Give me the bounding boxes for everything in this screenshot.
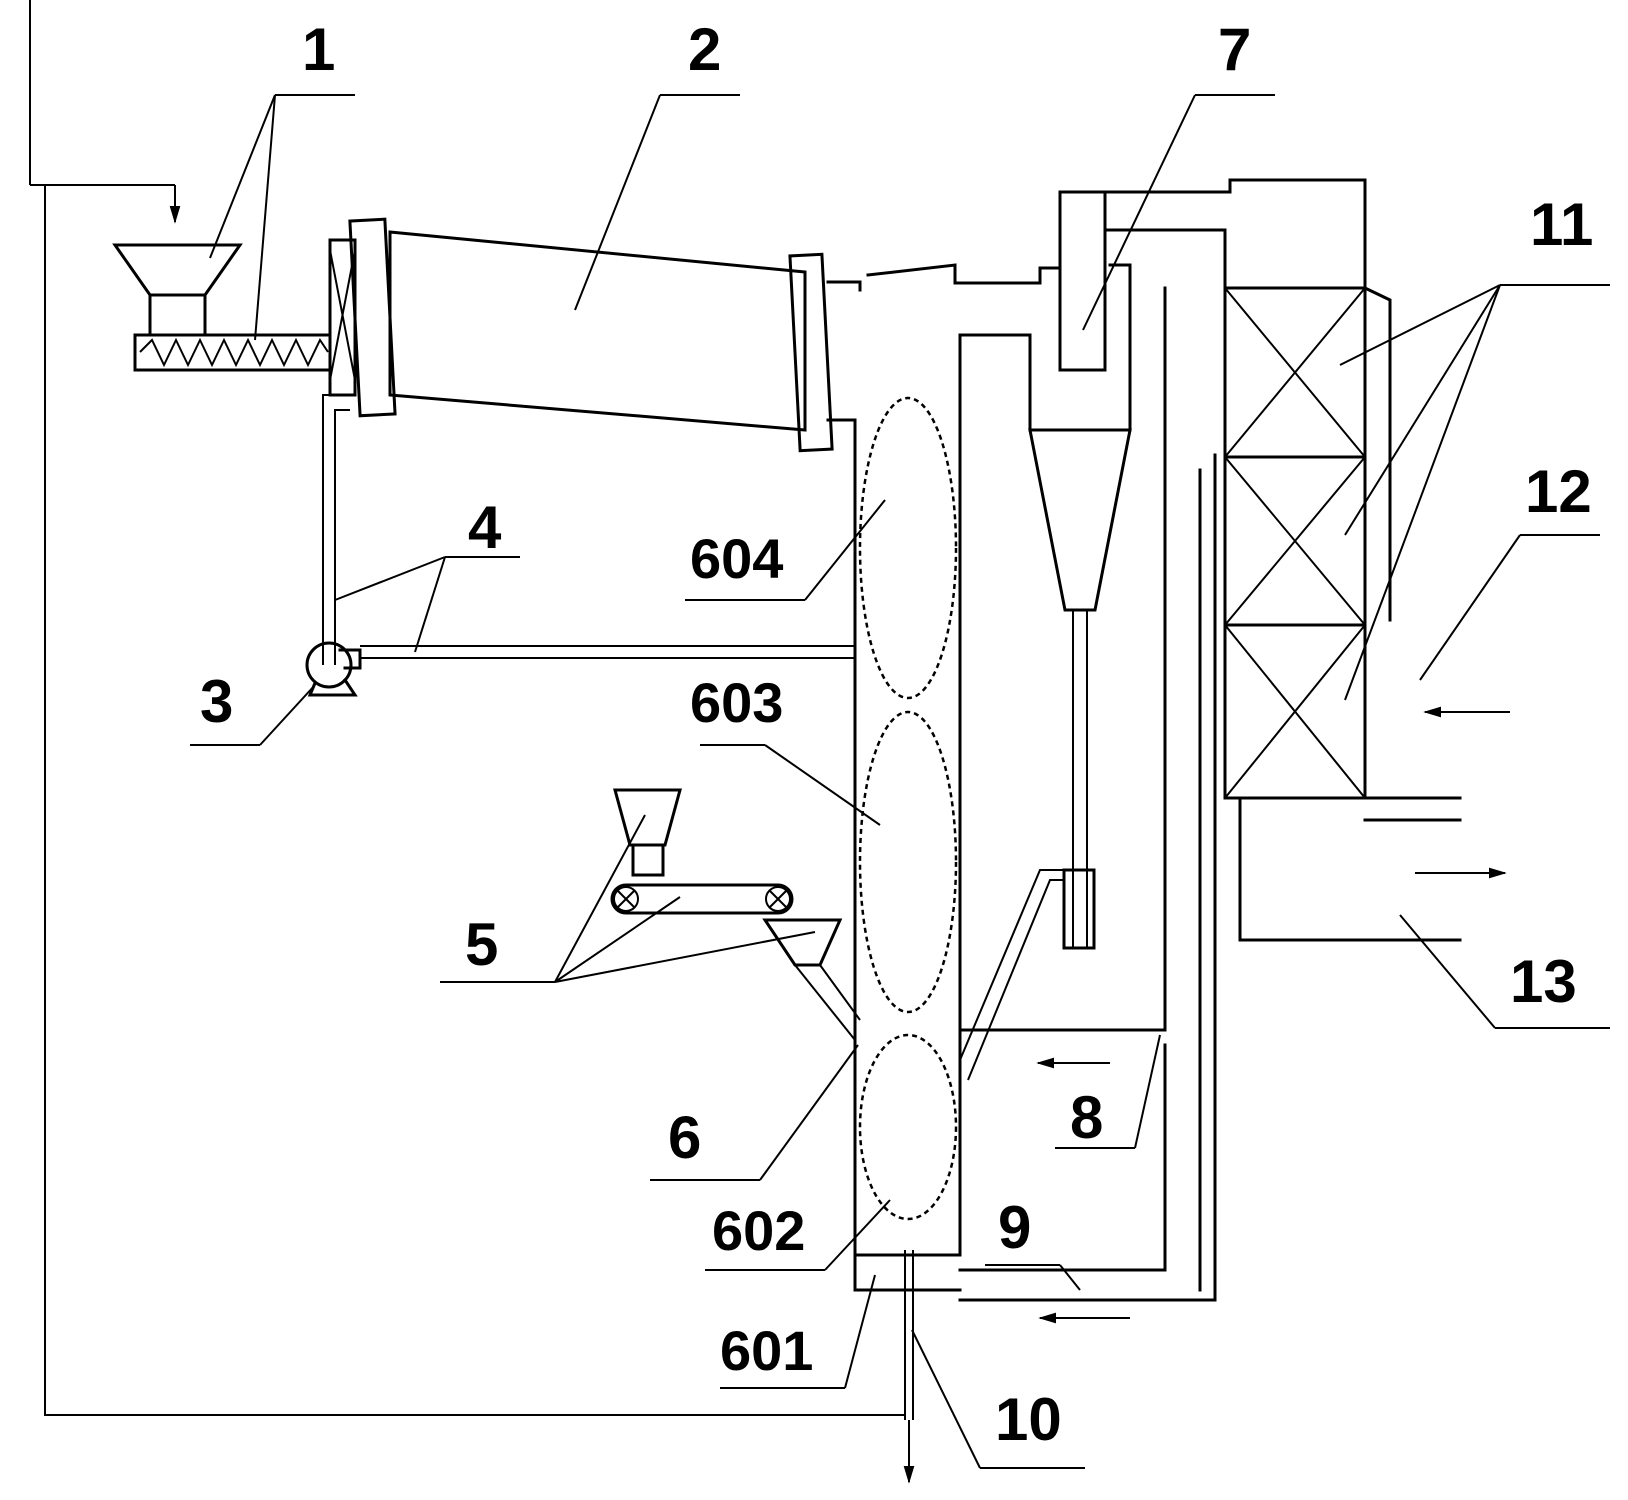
- label-603: 603: [690, 671, 783, 734]
- label-13: 13: [1510, 948, 1577, 1015]
- label-11: 11: [1530, 191, 1593, 258]
- gas-duct: [1058, 178, 1367, 290]
- label-6: 6: [668, 1104, 701, 1171]
- label-3: 3: [200, 668, 233, 735]
- label-1: 1: [302, 16, 335, 83]
- coal-feeder: [610, 788, 861, 1041]
- leader-lines: [190, 94, 1610, 1469]
- zone-603: [858, 710, 958, 1014]
- label-602: 602: [712, 1199, 805, 1262]
- rotary-kiln: [328, 217, 862, 453]
- reactor-column: [826, 333, 1032, 1292]
- label-4: 4: [468, 494, 502, 561]
- zone-602: [858, 1033, 958, 1221]
- label-9: 9: [998, 1194, 1031, 1261]
- heat-exchanger: [1223, 285, 1510, 942]
- cyclone-separator: [959, 190, 1132, 1081]
- label-8: 8: [1070, 1084, 1103, 1151]
- air-pipes: [322, 394, 855, 665]
- label-12: 12: [1525, 458, 1592, 525]
- labels: 1 2 3 4 5 6 7 8 9 10 11 12 13 601 602 60…: [200, 16, 1593, 1453]
- blower: [305, 641, 362, 697]
- zone-604: [858, 396, 958, 700]
- discharge-pipe: [903, 1250, 915, 1484]
- label-5: 5: [465, 911, 498, 978]
- air-channels: [958, 286, 1217, 1324]
- label-604: 604: [690, 527, 783, 590]
- label-2: 2: [688, 16, 721, 83]
- label-10: 10: [995, 1386, 1062, 1453]
- recycle-line: [44, 184, 905, 1416]
- label-7: 7: [1218, 16, 1251, 83]
- label-601: 601: [720, 1319, 813, 1382]
- kiln-outlet-duct: [866, 263, 1062, 285]
